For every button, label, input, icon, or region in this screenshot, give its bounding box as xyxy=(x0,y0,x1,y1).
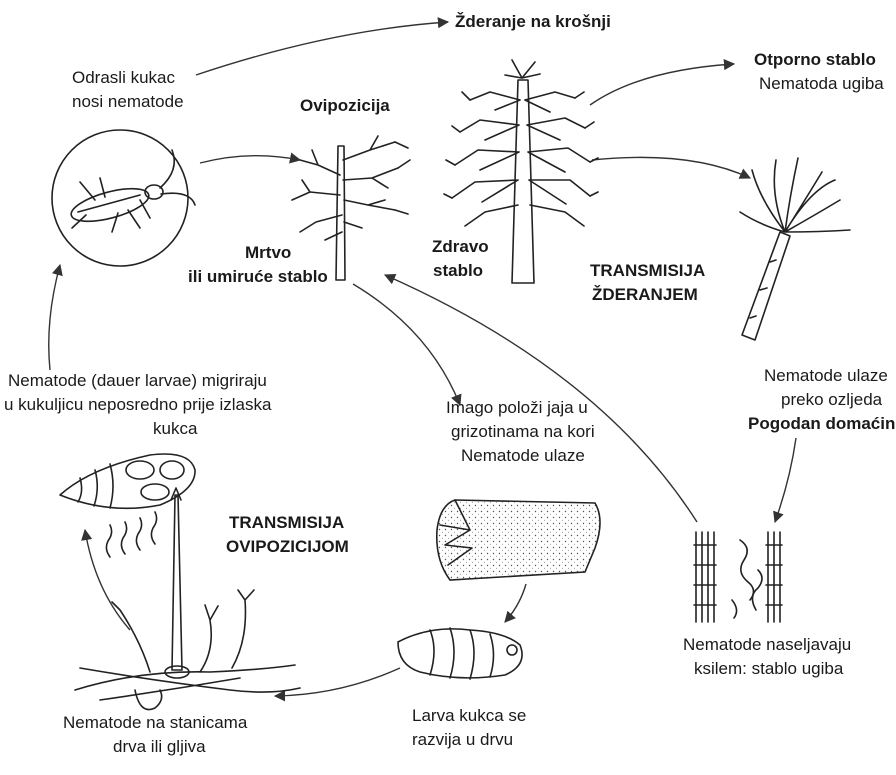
label-healthy-tree-1: Zdravo xyxy=(432,237,489,256)
label-enter-wounds-1: Nematode ulaze xyxy=(764,366,888,385)
dead-tree-illustration xyxy=(292,136,410,280)
label-larva-2: razvija u drvu xyxy=(412,730,513,749)
label-dead-tree-2: ili umiruće stablo xyxy=(188,267,328,286)
label-dead-tree-1: Mrtvo xyxy=(245,243,291,262)
label-imago-3: Nematode ulaze xyxy=(461,446,585,465)
arrow-adult-to-crown xyxy=(196,22,448,75)
label-oviposition-transmission-2: OVIPOZICIJOM xyxy=(226,537,349,556)
label-adult-insect-2: nosi nematode xyxy=(72,92,184,111)
arrow-adult-to-deadtree xyxy=(200,156,300,163)
xylem-illustration xyxy=(694,532,782,622)
label-dauer-2: u kukuljicu neposredno prije izlaska xyxy=(4,395,272,414)
label-oviposition: Ovipozicija xyxy=(300,96,390,115)
arrow-tree-to-branch xyxy=(592,157,750,178)
label-adult-insect-1: Odrasli kukac xyxy=(72,68,175,87)
label-wood-cells-2: drva ili gljiva xyxy=(113,737,206,756)
label-larva-1: Larva kukca se xyxy=(412,706,526,725)
label-imago-1: Imago položi jaja u xyxy=(446,398,588,417)
beetle-illustration xyxy=(52,130,195,266)
label-resistant-tree: Otporno stablo xyxy=(754,50,876,69)
label-feeding-transmission-2: ŽDERANJEM xyxy=(592,285,698,304)
label-crown-feeding: Žderanje na krošnji xyxy=(455,12,611,31)
label-dauer-3: kukca xyxy=(153,419,198,438)
arrow-deadtree-to-bark xyxy=(353,284,460,405)
arrow-larva-to-fungi xyxy=(275,668,400,696)
label-xylem-1: Nematode naseljavaju xyxy=(683,635,851,654)
label-suitable-host: Pogodan domaćin xyxy=(748,414,895,433)
label-oviposition-transmission-1: TRANSMISIJA xyxy=(229,513,344,532)
label-enter-wounds-2: preko ozljeda xyxy=(781,390,883,409)
label-wood-cells-1: Nematode na stanicama xyxy=(63,713,248,732)
label-xylem-2: ksilem: stablo ugiba xyxy=(694,659,844,678)
arrow-host-to-xylem xyxy=(775,438,796,522)
label-feeding-transmission-1: TRANSMISIJA xyxy=(590,261,705,280)
bark-block-illustration xyxy=(437,500,600,580)
arrow-pupa-to-adult xyxy=(49,265,60,370)
label-dauer-1: Nematode (dauer larvae) migriraju xyxy=(8,371,267,390)
label-nematode-dies: Nematoda ugiba xyxy=(759,74,884,93)
arrow-tree-to-resistant xyxy=(590,64,734,105)
needle-branch-illustration xyxy=(740,158,850,340)
label-healthy-tree-2: stablo xyxy=(433,261,483,280)
arrow-bark-to-larva xyxy=(505,584,526,622)
label-imago-2: grizotinama na kori xyxy=(451,422,595,441)
larva-illustration xyxy=(398,628,522,679)
